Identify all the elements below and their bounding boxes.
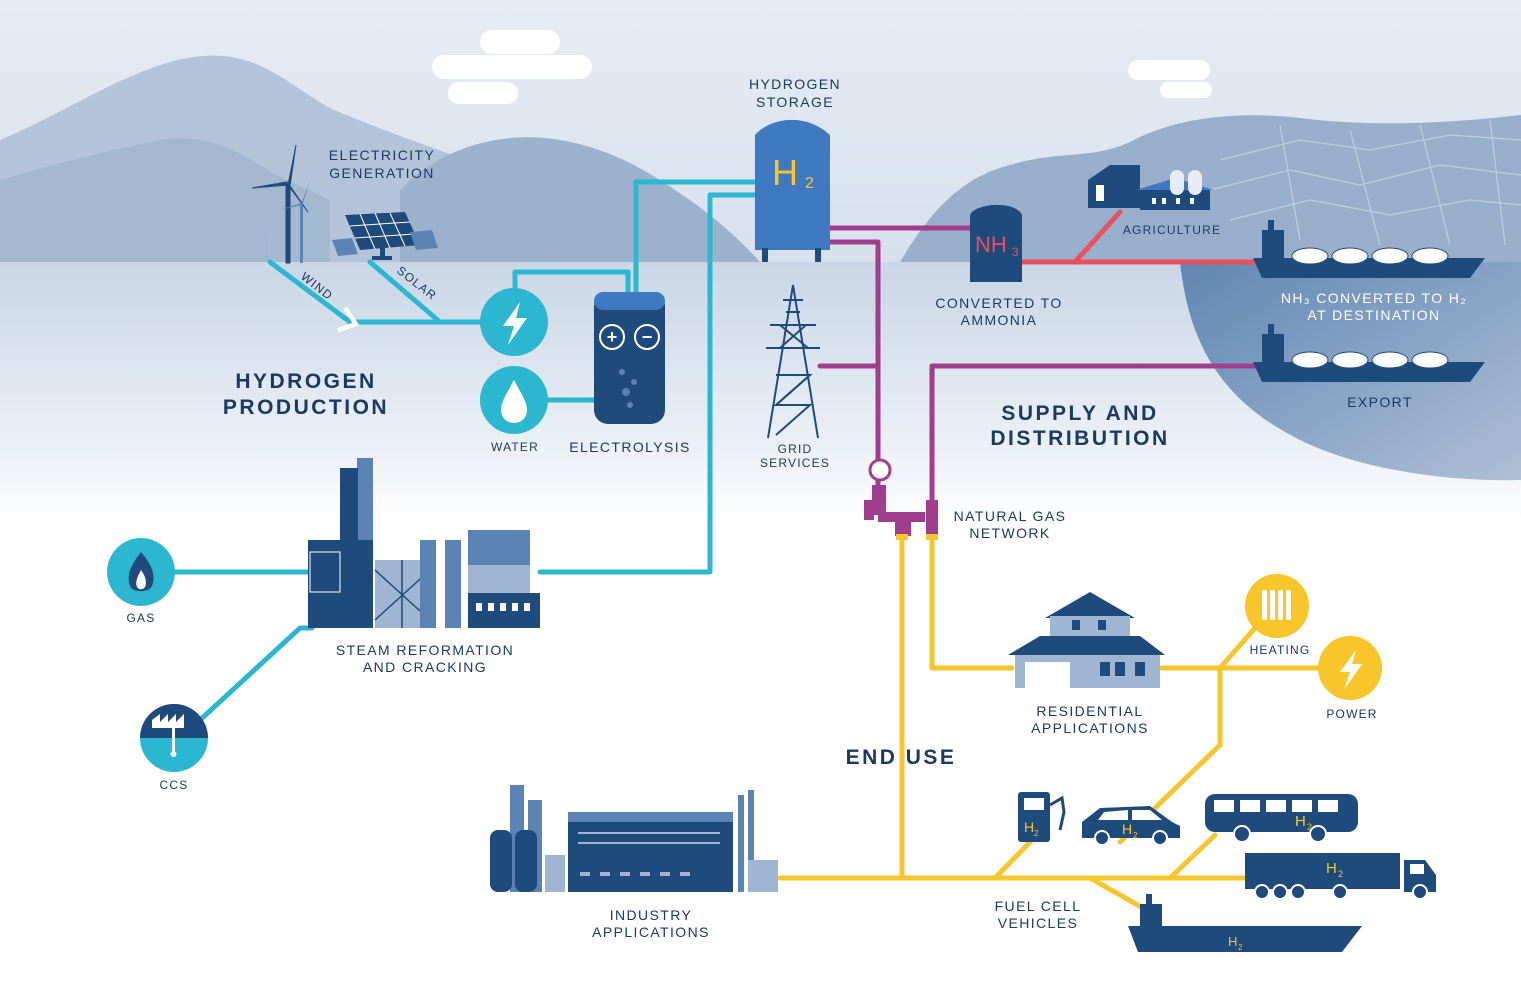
hydrogen-bus-icon: H 2 — [1205, 794, 1358, 843]
steam-reformation-plant-icon — [308, 458, 540, 628]
hydrogen-fuel-pump-icon: H 2 — [1018, 792, 1066, 842]
electrolyser-icon: + − — [594, 292, 665, 424]
nh3-subscript: 3 — [1012, 245, 1019, 259]
gas-flame-icon — [107, 538, 175, 606]
label-nh3-destination-line1: NH₃ CONVERTED TO H₂ — [1281, 290, 1467, 306]
tanker-ship-top-icon — [1253, 220, 1485, 278]
hydrogen-truck-icon: H 2 — [1245, 853, 1436, 900]
wind-turbines-icon — [251, 144, 310, 264]
hydrogen-storage-tank-icon: H 2 — [755, 119, 830, 262]
label-ammonia-line2: AMMONIA — [961, 312, 1038, 328]
clouds — [432, 30, 1212, 104]
label-steam-line1: STEAM REFORMATION — [336, 642, 514, 658]
hydrogen-ship-icon: H 2 — [1128, 894, 1362, 952]
truck-h2-subscript: 2 — [1338, 869, 1343, 879]
label-power: POWER — [1326, 707, 1377, 721]
h2-subscript: 2 — [805, 175, 814, 192]
label-steam-line2: AND CRACKING — [363, 659, 487, 675]
pump-h2-symbol: H — [1024, 819, 1034, 835]
label-export: EXPORT — [1347, 394, 1413, 410]
label-electrolysis: ELECTROLYSIS — [569, 439, 691, 455]
pump-h2-subscript: 2 — [1034, 829, 1039, 838]
label-grid-line1: GRID — [778, 442, 813, 456]
heading-supply-line2: DISTRIBUTION — [990, 427, 1169, 450]
plus-sign: + — [607, 327, 618, 347]
grid-pylon-icon — [766, 284, 820, 439]
label-ammonia-line1: CONVERTED TO — [935, 295, 1062, 311]
ship-h2-subscript: 2 — [1238, 943, 1243, 952]
heating-radiator-icon — [1245, 574, 1309, 638]
labels: ELECTRICITY GENERATION WIND SOLAR WATER … — [127, 76, 1467, 940]
label-storage-line1: HYDROGEN — [749, 76, 841, 92]
water-icon — [480, 366, 548, 434]
heading-production-line2: PRODUCTION — [223, 396, 389, 419]
h2-symbol: H — [772, 152, 798, 193]
pipes-end-use — [777, 532, 1333, 915]
label-electricity-line2: GENERATION — [329, 165, 435, 181]
label-electricity-line1: ELECTRICITY — [329, 147, 435, 163]
hydrogen-car-icon: H 2 — [1082, 806, 1180, 846]
label-agriculture: AGRICULTURE — [1123, 223, 1221, 237]
electricity-icon — [480, 288, 548, 356]
farm-icon — [1088, 165, 1214, 210]
pipes-distribution — [817, 225, 1258, 523]
label-industry-line1: INDUSTRY — [610, 907, 693, 923]
label-gas-network-line1: NATURAL GAS — [954, 508, 1067, 524]
label-fcv-line1: FUEL CELL — [995, 898, 1082, 914]
label-residential-line2: APPLICATIONS — [1031, 720, 1149, 736]
label-water: WATER — [491, 440, 539, 454]
minus-sign: − — [642, 327, 653, 347]
label-residential-line1: RESIDENTIAL — [1036, 703, 1143, 719]
pipes-ammonia — [1019, 209, 1258, 265]
ammonia-tank-icon: NH 3 — [970, 204, 1022, 282]
car-h2-symbol: H — [1122, 821, 1132, 837]
label-nh3-destination-line2: AT DESTINATION — [1307, 307, 1440, 323]
mountain-middle — [400, 137, 760, 262]
bus-h2-subscript: 2 — [1307, 822, 1312, 832]
label-grid-line2: SERVICES — [760, 456, 830, 470]
nh3-symbol: NH — [975, 232, 1007, 257]
label-industry-line2: APPLICATIONS — [592, 924, 710, 940]
tanker-ship-export-icon — [1253, 324, 1485, 382]
mountain-right — [900, 115, 1521, 262]
section-headings: HYDROGEN PRODUCTION SUPPLY AND DISTRIBUT… — [223, 370, 1169, 769]
car-h2-subscript: 2 — [1133, 831, 1138, 840]
industry-factory-icon — [490, 785, 778, 892]
label-gas-network-line2: NETWORK — [969, 525, 1050, 541]
label-storage-line2: STORAGE — [756, 94, 834, 110]
solar-panels-icon — [332, 212, 438, 260]
label-heating: HEATING — [1250, 643, 1311, 657]
bus-h2-symbol: H — [1295, 813, 1306, 830]
heading-end-use: END USE — [846, 746, 957, 769]
ship-h2-symbol: H — [1228, 934, 1237, 949]
label-gas: GAS — [127, 611, 156, 625]
label-fcv-line2: VEHICLES — [998, 915, 1078, 931]
power-icon — [1318, 636, 1382, 700]
label-ccs: CCS — [160, 778, 189, 792]
heading-supply-line1: SUPPLY AND — [1001, 402, 1158, 425]
ccs-icon — [140, 704, 208, 772]
gas-network-valve-icon — [864, 458, 938, 540]
truck-h2-symbol: H — [1326, 860, 1337, 877]
heading-production-line1: HYDROGEN — [235, 370, 376, 393]
residential-house-icon — [1008, 592, 1165, 688]
